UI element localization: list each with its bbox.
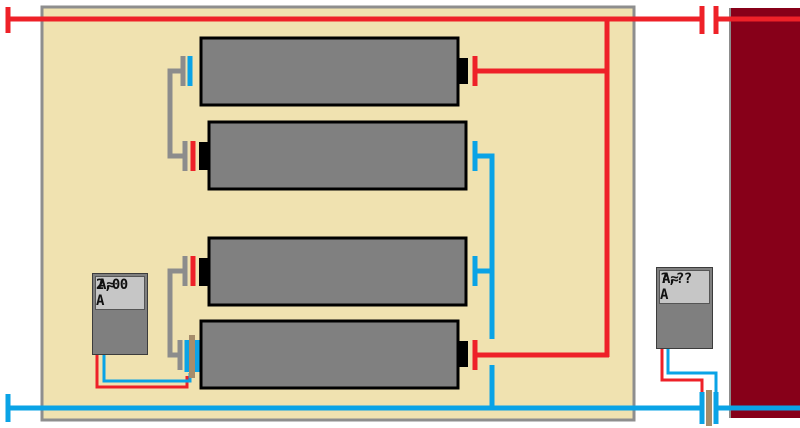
left-ammeter-reading: 2,00 A (96, 277, 128, 309)
right-ammeter-unit: A≈ (662, 271, 679, 287)
right-ammeter-reading: ?,?? A (660, 271, 692, 303)
right-meter-red-lead (660, 348, 704, 392)
left-ammeter-unit: A≈ (98, 277, 115, 293)
load-block (730, 8, 800, 418)
right-meter-leads (660, 348, 718, 392)
cell-2-body (207, 120, 468, 191)
positive-wiring (5, 6, 800, 370)
negative-bus-upper (475, 153, 495, 339)
cell-4-positive-nub (458, 341, 468, 367)
cell-4[interactable] (199, 319, 468, 390)
right-shunt-resistor (706, 390, 712, 426)
cell-1[interactable] (199, 36, 468, 107)
right-ammeter[interactable]: A≈ ?,?? A (656, 267, 713, 349)
cell-3-positive-nub (199, 258, 209, 286)
cell-2[interactable] (199, 120, 468, 191)
right-ammeter-display: A≈ ?,?? A (659, 270, 710, 304)
cell-1-body (199, 36, 460, 107)
series-link-upper (167, 68, 185, 159)
right-meter-blue-lead (666, 348, 718, 392)
cell-4-body (199, 319, 460, 390)
cell-3[interactable] (199, 236, 468, 307)
cell-3-body (207, 236, 468, 307)
left-shunt-resistor (189, 335, 195, 378)
series-link-lower (167, 268, 185, 358)
cell-2-positive-nub (199, 142, 209, 170)
left-ammeter[interactable]: A≈ 2,00 A (92, 273, 148, 355)
negative-wiring (5, 56, 800, 424)
cell-1-positive-nub (458, 58, 468, 84)
left-ammeter-display: A≈ 2,00 A (95, 276, 145, 310)
